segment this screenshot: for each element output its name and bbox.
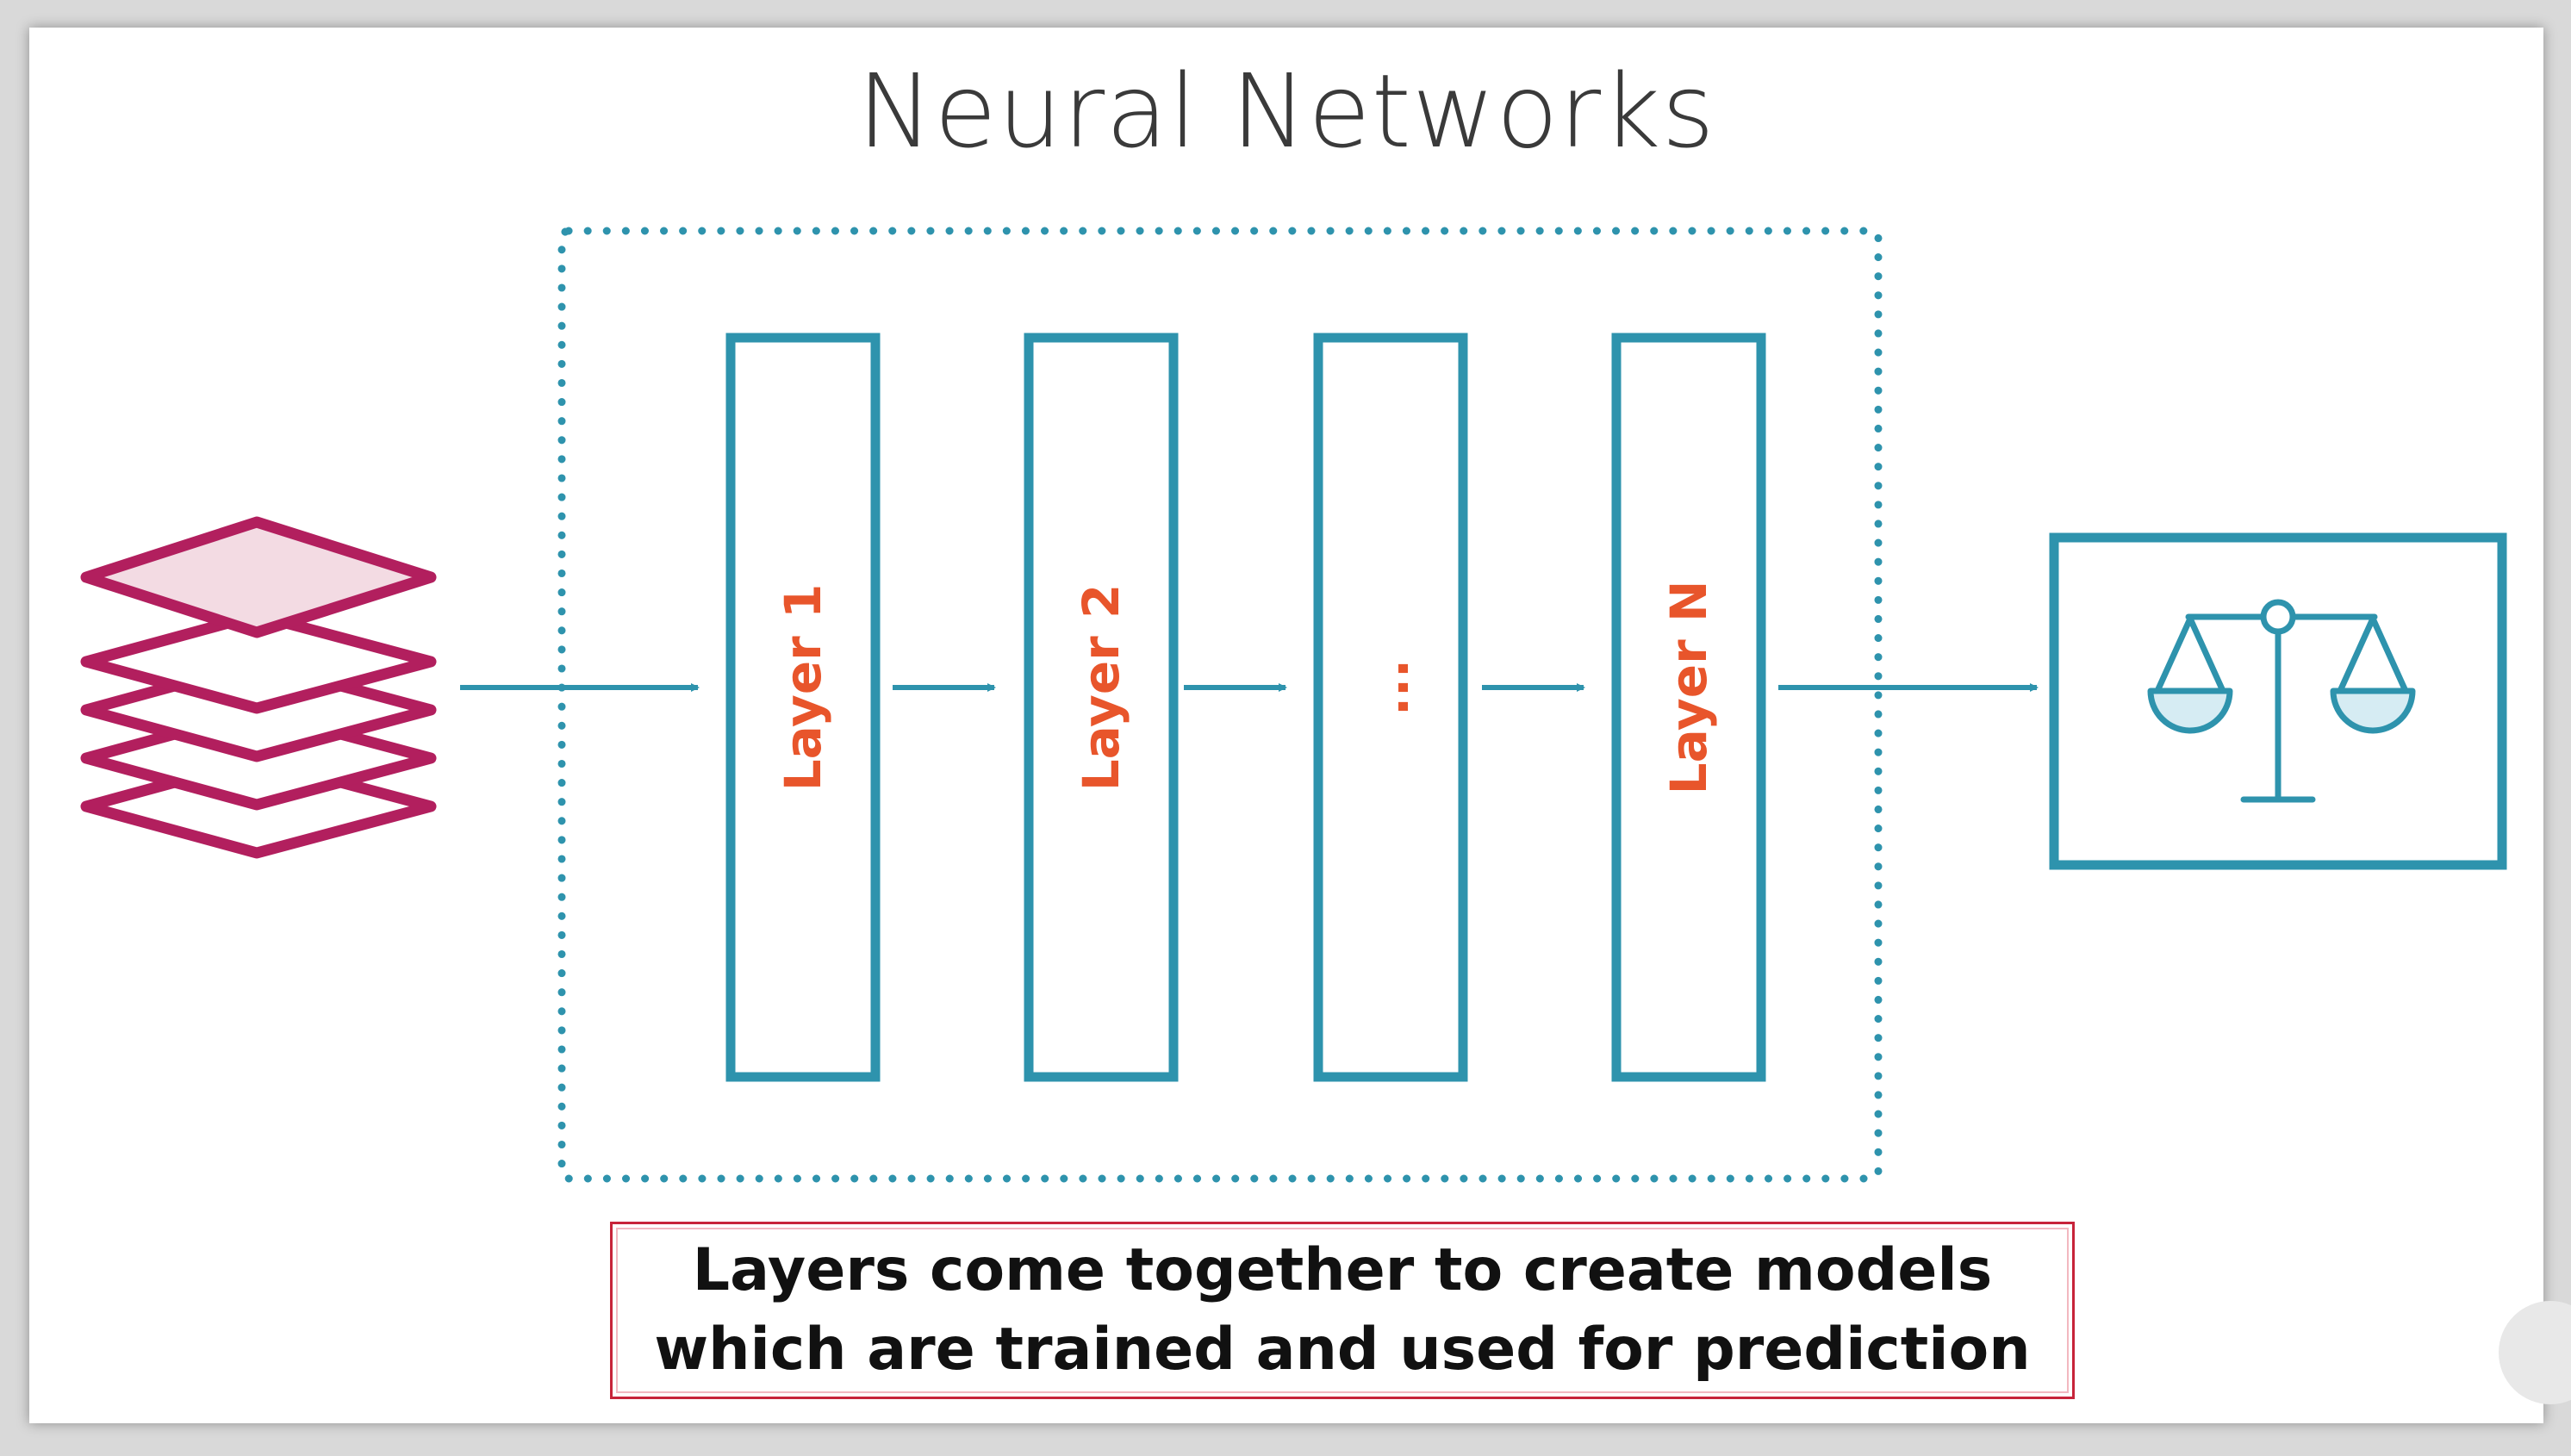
layer-box-1 — [725, 333, 881, 1082]
layer-label-ellipsis: ... — [1361, 659, 1420, 716]
layer-label-1: Layer 1 — [774, 584, 832, 792]
page-title: Neural Networks — [857, 52, 1715, 171]
balance-scale-icon — [2147, 599, 2416, 803]
caption-box: Layers come together to create models wh… — [610, 1222, 2075, 1399]
caption-line-1: Layers come together to create models — [692, 1236, 1993, 1304]
model-boundary — [557, 227, 1883, 1183]
layers-stack-icon — [80, 516, 437, 859]
neural-network-diagram: Layer 1 Layer 2 ... Layer N — [80, 227, 2507, 1183]
caption-text: Layers come together to create models wh… — [654, 1231, 2030, 1390]
layer-box-ellipsis — [1313, 333, 1468, 1082]
slide: Neural Networks — [29, 28, 2543, 1423]
layer-label-n: Layer N — [1659, 581, 1718, 795]
output-box — [2049, 532, 2507, 870]
layer-box-2 — [1024, 333, 1179, 1082]
layer-label-2: Layer 2 — [1072, 584, 1130, 792]
caption-line-2: which are trained and used for predictio… — [654, 1316, 2031, 1384]
layer-box-n — [1611, 333, 1766, 1082]
